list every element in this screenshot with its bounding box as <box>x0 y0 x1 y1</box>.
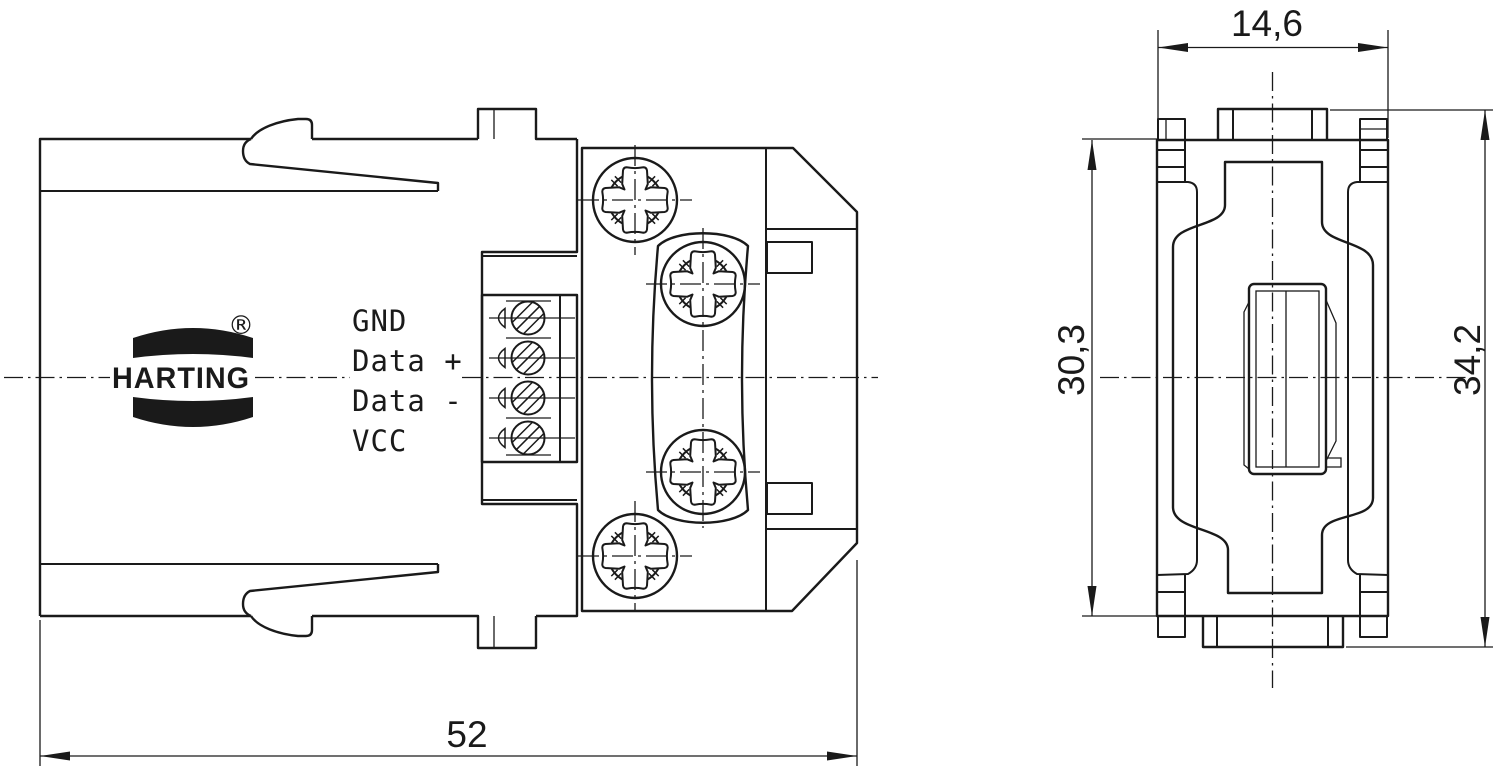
dimension-label-14-6: 14,6 <box>1231 3 1303 44</box>
terminal-label-data-minus: Data - <box>352 384 463 418</box>
housing-body <box>38 107 579 650</box>
terminal-label-data-plus: Data + <box>352 344 463 378</box>
side-notch-bottom <box>766 482 813 515</box>
terminal-block <box>480 293 579 464</box>
screw-centerlines <box>578 145 760 611</box>
latch-top <box>241 117 440 191</box>
usb-receptacle <box>1243 282 1342 476</box>
terminal-screw-1 <box>510 300 546 336</box>
cable-clamp <box>650 232 750 524</box>
terminal-labels: GND Data + Data - VCC <box>352 304 463 458</box>
usb-shell-foot <box>1326 457 1342 468</box>
terminal-screw-3 <box>510 380 546 416</box>
usb-shell-left-flange <box>1243 301 1250 470</box>
dimension-overall-height: 34,2 <box>1330 109 1493 648</box>
front-view-centerlines <box>1100 72 1468 688</box>
screw-plate <box>580 146 859 613</box>
terminal-label-vcc: VCC <box>352 424 407 458</box>
front-view: 14,6 30,3 34,2 <box>1051 3 1493 688</box>
side-notch-top <box>766 241 813 274</box>
terminal-label-gnd: GND <box>352 304 407 338</box>
usb-shell-right-flange <box>1325 299 1337 462</box>
harting-logo: HARTING ® <box>112 311 254 427</box>
registered-trademark: ® <box>228 311 254 341</box>
side-view: HARTING ® GND Data + Data - VCC <box>4 107 878 766</box>
logo-band-top <box>133 328 253 358</box>
dimension-label-30-3: 30,3 <box>1051 324 1092 396</box>
logo-band-bottom <box>133 397 253 427</box>
side-flanges <box>1156 141 1389 616</box>
latch-bottom <box>241 564 440 638</box>
terminal-screw-2 <box>510 340 546 376</box>
dimension-front-width: 14,6 <box>1157 3 1389 138</box>
dimension-overall-length: 52 <box>39 560 858 766</box>
dimension-label-52: 52 <box>446 714 487 755</box>
terminal-screw-4 <box>510 420 546 456</box>
dimension-label-34-2: 34,2 <box>1447 324 1488 396</box>
dimension-body-height: 30,3 <box>1051 138 1157 617</box>
logo-text: HARTING <box>112 362 250 395</box>
inner-contour <box>1171 160 1375 595</box>
